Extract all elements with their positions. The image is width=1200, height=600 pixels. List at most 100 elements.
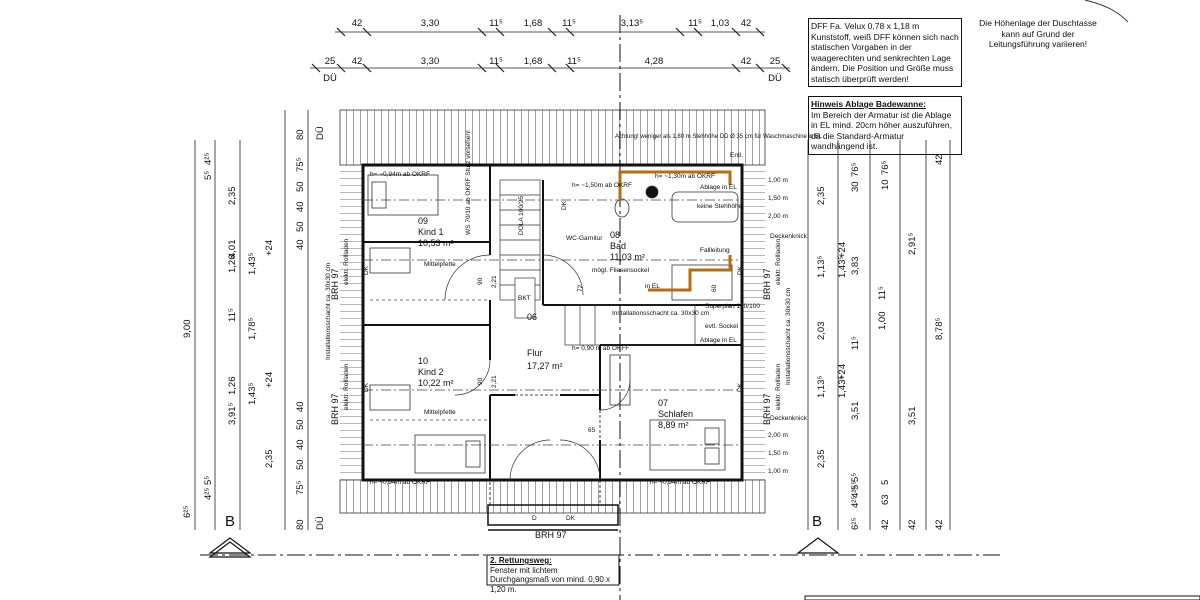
dk-label: DK — [363, 265, 370, 275]
dk-label: DK — [561, 200, 568, 210]
d-label: D — [532, 515, 537, 522]
dk-label: DK — [363, 382, 370, 392]
dim-text: 11⁵ — [850, 336, 861, 350]
level-label: 2,00 m — [768, 213, 788, 220]
dim-text: 3,83 — [850, 257, 861, 276]
level-label: 1,00 m — [768, 468, 788, 475]
dim-text: DÜ — [315, 516, 326, 530]
legend-box-bottom — [804, 595, 1200, 600]
room-name: Bad — [610, 241, 626, 251]
brh-label: BRH 97 — [330, 268, 340, 300]
dim-text: 3,30 — [421, 56, 440, 67]
ablage-note: Hinweis Ablage Badewanne: Im Bereich der… — [808, 96, 962, 155]
dim-text: 6²⁵ — [182, 506, 193, 518]
dim-text: 1,03 — [711, 18, 730, 29]
dim-text: 11⁵ — [489, 56, 503, 67]
room-name: Schlafen — [658, 409, 693, 419]
stairs — [499, 179, 696, 346]
dim-text: 11⁵ — [688, 18, 702, 29]
achtung-note: Achtung! weniger als 1,80 m Stehhöhe DD … — [615, 134, 823, 140]
level-label: 1,00 m — [768, 177, 788, 184]
plumbing-line — [618, 170, 732, 200]
dim-text: 80 — [295, 519, 306, 530]
dim-text: 5 — [880, 480, 891, 485]
dim-text: 50 — [295, 221, 306, 232]
annotations: BRH 97 BRH 97 BRH 97 BRH 97 BRH 97 elekt… — [325, 130, 823, 540]
dim-text: 6²⁵ — [850, 518, 861, 530]
section-label-left: B — [225, 513, 235, 530]
dim-text: 11⁵ — [567, 56, 581, 67]
roof-left-hatch — [340, 165, 363, 480]
dim-text: 4²⁵ — [203, 153, 214, 165]
dim-text: 1,00 — [877, 312, 888, 331]
brh-label: BRH 97 — [535, 530, 567, 540]
dim-text: 2,35 — [816, 450, 827, 469]
velux-note-text: DFF Fa. Velux 0,78 x 1,18 m Kunststoff, … — [811, 21, 959, 84]
roof-right-hatch — [742, 165, 765, 480]
dim-text: 42 — [934, 519, 945, 530]
dim-text: 2,03 — [816, 322, 827, 341]
bathtub — [671, 191, 739, 223]
dim-text: 11⁵ — [877, 286, 888, 300]
dim-text: 3,13⁵ — [621, 18, 643, 29]
wc-garnitur: WC-Garnitur — [566, 235, 603, 242]
rescue-route-note: 2. Rettungsweg: Fenster mit lichtem Durc… — [490, 556, 618, 594]
dim-text: 75⁵ — [295, 480, 306, 495]
dim-text: 40 — [295, 201, 306, 212]
left-dimension-chain — [194, 110, 309, 530]
room-area: 11,03 m² — [610, 252, 645, 262]
roof-bottom-hatch — [339, 479, 766, 514]
room-area: 17,27 m² — [527, 361, 563, 371]
roof-top-hatch — [339, 109, 766, 166]
dim-text: 1,68 — [524, 18, 543, 29]
dim-text: 11⁵ — [489, 18, 503, 29]
dim-text: 1,43⁵ — [837, 256, 848, 278]
sockel: evtl. Sockel — [705, 323, 739, 330]
dim-text: 40 — [295, 401, 306, 412]
dim-text: 11⁵ — [562, 18, 576, 29]
ablage-label-2: Ablage in EL — [700, 337, 737, 344]
room-number: 10 — [418, 356, 428, 366]
north-arrow-arc — [1084, 0, 1129, 23]
dim-text: 30 — [850, 181, 861, 192]
level-label: 2,00 m — [768, 432, 788, 439]
brh-label: BRH 97 — [762, 268, 772, 300]
top-dim-texts: 42 3,30 11⁵ 1,68 11⁵ 3,13⁵ 11⁵ 1,03 42 2… — [323, 18, 782, 84]
dim-text: 42 — [352, 18, 363, 29]
dim-65: 65 — [588, 427, 596, 434]
dim-text: +24 — [837, 242, 848, 258]
dim-text: 42 — [741, 18, 752, 29]
room-area: 10,53 m² — [418, 238, 454, 248]
dk-label: DK — [566, 515, 576, 522]
purlin-lines — [363, 199, 742, 446]
dim-text: 42 — [907, 519, 918, 530]
dim-text: 4²⁵ — [850, 486, 861, 498]
bkt-label: BKT — [518, 295, 531, 302]
rollladen-label: elektr. Rollladen — [343, 363, 350, 410]
purlin-label: Mittelpfette — [424, 409, 456, 416]
rescue-route-title: 2. Rettungsweg: — [490, 556, 552, 565]
room-name: Kind 1 — [418, 227, 444, 237]
rollladen-label: elektr. Rollladen — [775, 238, 782, 285]
dim-text: 2,91⁵ — [907, 233, 918, 255]
dim-text: 9,00 — [182, 320, 193, 339]
dim-text: 8,78⁵ — [934, 318, 945, 340]
door-height: 2,21 — [491, 275, 498, 288]
dim-text: 42 — [934, 154, 945, 165]
drain — [645, 185, 659, 199]
dim-text: 80 — [295, 129, 306, 140]
dim-text: 1,13⁵ — [816, 256, 827, 278]
height-note: h= 0,90 m ab OKFF — [572, 345, 629, 352]
velux-note: DFF Fa. Velux 0,78 x 1,18 m Kunststoff, … — [808, 18, 962, 87]
entl-label: Entl. — [730, 152, 743, 159]
dim-text: 1,13⁵ — [816, 376, 827, 398]
dim-text: 1,68 — [524, 56, 543, 67]
room-area: 10,22 m² — [418, 378, 454, 388]
desk-kind1 — [369, 247, 411, 274]
room-labels: 09 Kind 1 10,53 m² 10 Kind 2 10,22 m² 08… — [418, 216, 693, 430]
section-marker-right — [796, 537, 840, 554]
dim-text: 25 — [325, 56, 336, 67]
dim-text: 1,43⁵ — [247, 383, 258, 405]
dim-text: 11⁵ — [227, 308, 238, 322]
